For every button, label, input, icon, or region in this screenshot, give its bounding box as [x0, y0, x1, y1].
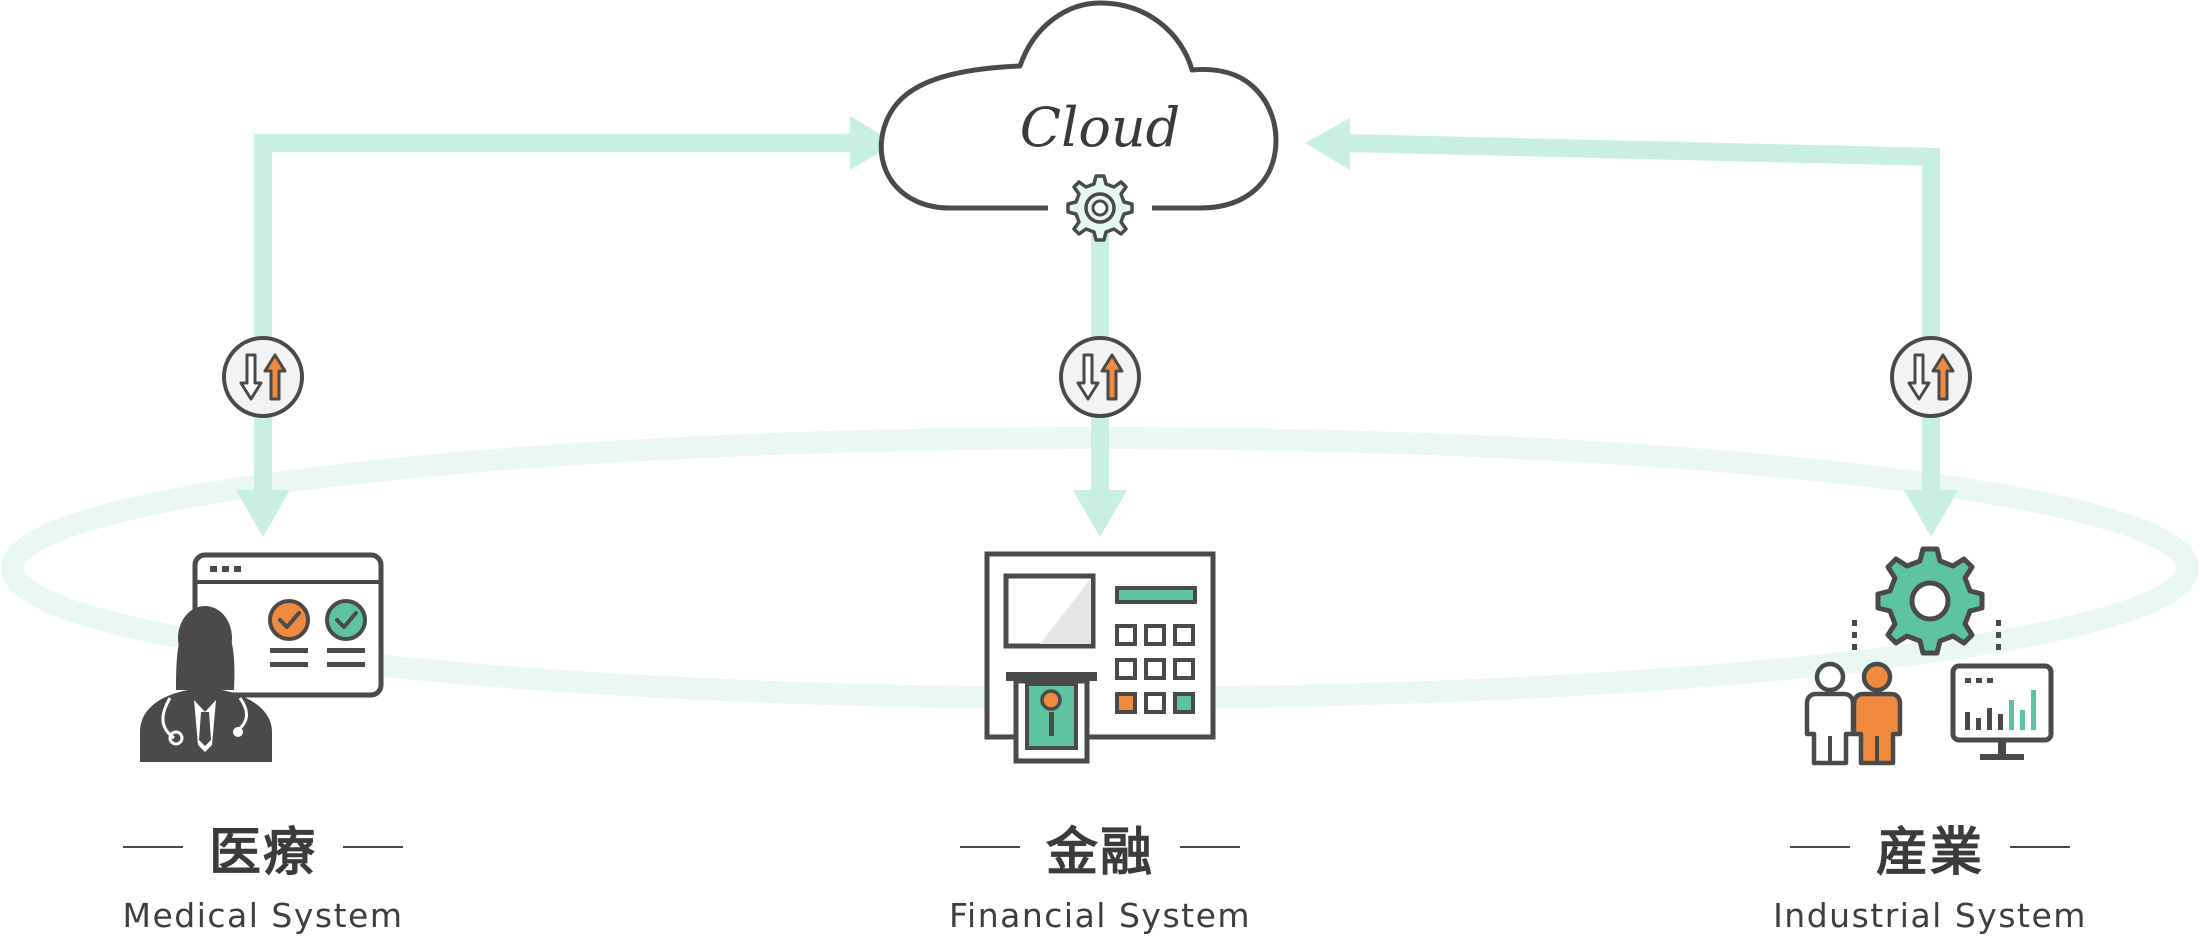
financial-title-jp-text: 金融: [1045, 821, 1154, 883]
title-dash: [959, 846, 1020, 848]
doctor-icon: [140, 606, 272, 762]
medical-title-jp-text: 医療: [208, 821, 317, 883]
financial-system-icon: [984, 551, 1216, 764]
title-dash: [1180, 846, 1240, 848]
person-icon: [1851, 661, 1903, 766]
cloud-shape: Cloud: [878, 0, 1279, 211]
cloud-label: Cloud: [1020, 96, 1180, 159]
title-dash: [343, 846, 403, 848]
industrial-title-jp-text: 産業: [1875, 821, 1984, 883]
financial-title-en: Financial System: [948, 896, 1252, 935]
data-exchange-icon-industrial: [1890, 336, 1972, 418]
title-dash: [1789, 846, 1850, 848]
medical-system-icon: [140, 552, 384, 762]
title-dash: [2010, 846, 2070, 848]
industrial-title-jp: 産業: [1720, 812, 2140, 883]
arrow-industrial-to-cloud: [1305, 118, 1940, 170]
data-exchange-icon-medical: [222, 336, 304, 418]
check-icon: [325, 599, 367, 641]
monitor-chart-icon: [1950, 663, 2054, 760]
check-icon: [268, 599, 310, 641]
medical-title-en: Medical System: [122, 896, 404, 935]
gear-icon: [1066, 174, 1134, 242]
title-dash: [122, 846, 183, 848]
gear-icon: [1875, 546, 1985, 656]
industrial-system-icon: [1804, 546, 2054, 766]
person-icon: [1804, 661, 1856, 766]
arrow-medical-to-cloud: [254, 116, 895, 170]
data-exchange-icon-financial: [1059, 336, 1141, 418]
financial-title-jp: 金融: [890, 812, 1310, 883]
industrial-title-en: Industrial System: [1773, 896, 2087, 935]
medical-title-jp: 医療: [53, 812, 473, 883]
